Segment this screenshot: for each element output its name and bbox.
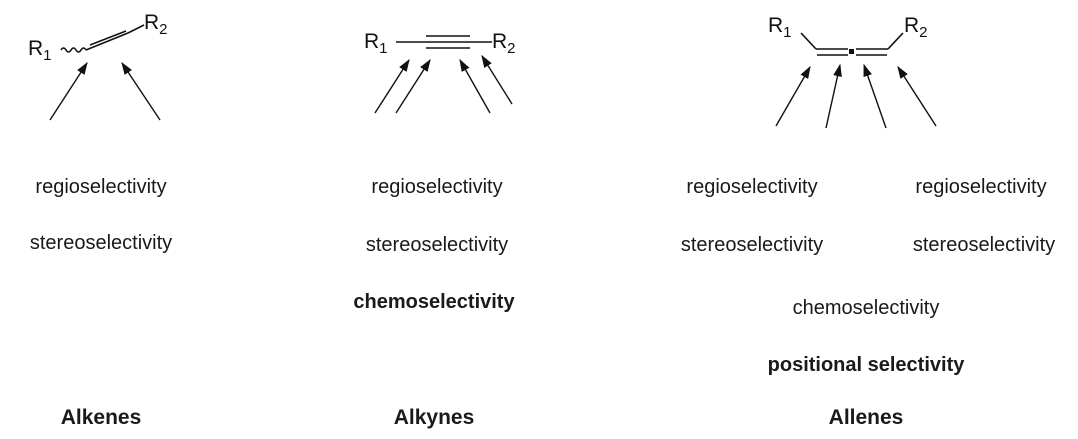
allene-left-regioselectivity-label: regioselectivity <box>686 176 818 198</box>
alkene-regioselectivity-label: regioselectivity <box>35 176 167 198</box>
allenes-title: Allenes <box>828 406 904 429</box>
allene-arrow-2 <box>825 63 842 129</box>
alkene-stereoselectivity-label: stereoselectivity <box>29 232 173 254</box>
alkynes-title: Alkynes <box>393 406 475 429</box>
allene-right-stereoselectivity-label: stereoselectivity <box>912 234 1056 256</box>
alkene-double-bond-line-1 <box>85 32 129 51</box>
allene-structure: R1 R2 <box>768 14 937 129</box>
allene-r1-bond <box>800 32 817 50</box>
allene-left-stereoselectivity-label: stereoselectivity <box>680 234 824 256</box>
alkene-arrow-left <box>49 61 88 121</box>
allene-right-regioselectivity-label: regioselectivity <box>915 176 1047 198</box>
alkyne-r1: R1 <box>364 30 388 57</box>
alkyne-arrow-2 <box>395 58 431 114</box>
allene-r2: R2 <box>904 14 928 41</box>
allene-chemoselectivity-label: chemoselectivity <box>792 297 940 319</box>
alkyne-r2: R2 <box>492 30 516 57</box>
alkene-arrow-right <box>121 61 161 121</box>
alkyne-arrow-3 <box>459 58 491 114</box>
alkyne-arrow-1 <box>374 58 410 114</box>
alkene-r2: R2 <box>144 11 168 38</box>
alkyne-stereoselectivity-label: stereoselectivity <box>365 234 509 256</box>
alkene-r1: R1 <box>28 37 52 64</box>
alkene-r2-bond <box>127 24 145 34</box>
alkene-structure: R1 R2 <box>28 11 168 121</box>
alkyne-arrow-4 <box>481 54 513 105</box>
alkenes-title: Alkenes <box>60 406 142 429</box>
allene-arrow-1 <box>775 65 811 127</box>
alkyne-regioselectivity-label: regioselectivity <box>371 176 503 198</box>
allene-central-carbon <box>849 49 854 54</box>
alkene-wavy-bond <box>60 47 87 53</box>
alkyne-chemoselectivity-label: chemoselectivity <box>353 291 515 313</box>
allene-arrow-3 <box>863 63 887 129</box>
allene-arrow-4 <box>897 65 937 127</box>
alkene-double-bond-line-2 <box>89 30 127 46</box>
allene-r1: R1 <box>768 14 792 41</box>
allene-positional-selectivity-label: positional selectivity <box>767 354 965 376</box>
allene-r2-bond <box>887 32 904 50</box>
alkyne-structure: R1 R2 <box>364 30 516 114</box>
